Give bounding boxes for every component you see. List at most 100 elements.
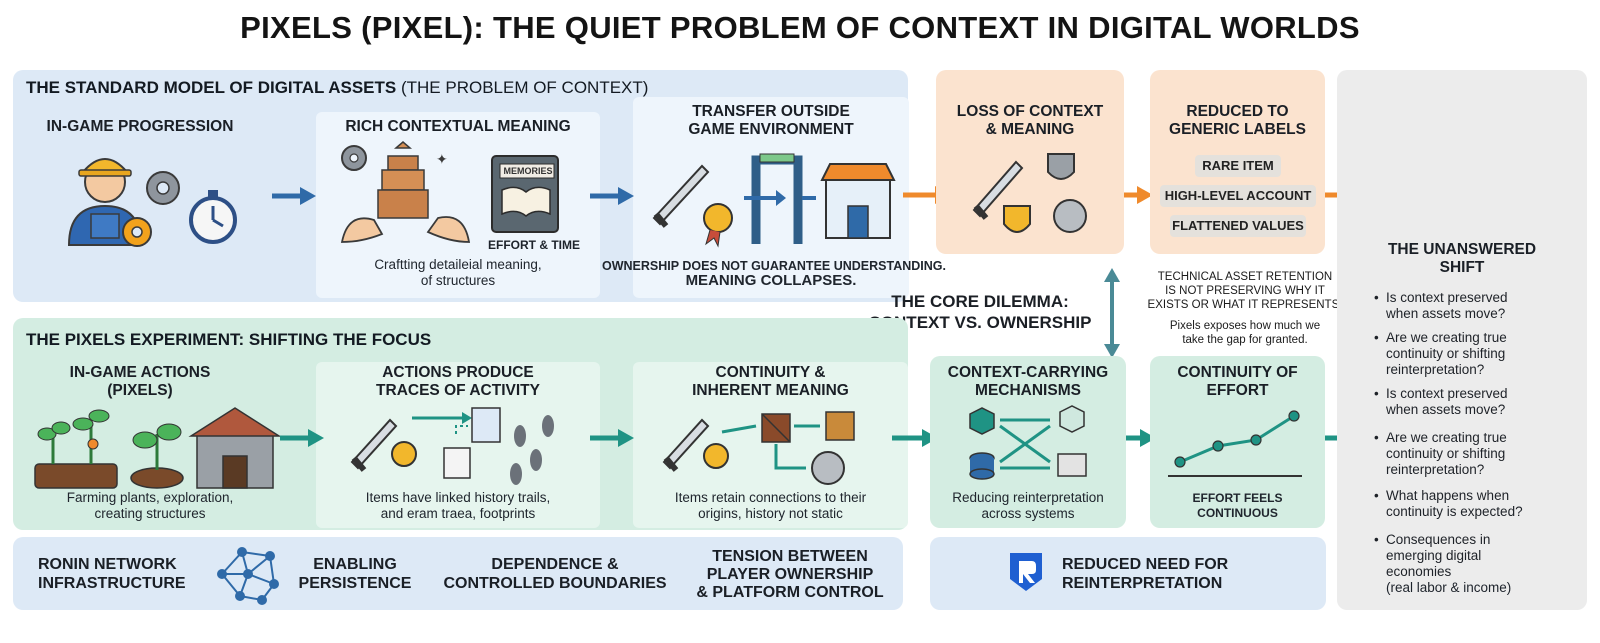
dilemma-note-2-line-1: Pixels exposes how much we (1169, 320, 1321, 332)
generic-labels-title-1: REDUCED TO (1186, 103, 1289, 120)
core-dilemma-title-1: THE CORE DILEMMA: (891, 292, 1069, 311)
standard-model-heading: THE STANDARD MODEL OF DIGITAL ASSETS (TH… (26, 78, 648, 98)
shift-question-6-line-3: economies (1386, 564, 1452, 579)
dilemma-note-1-line-1: TECHNICAL ASSET RETENTION (1157, 271, 1333, 283)
generic-labels-title-2: GENERIC LABELS (1169, 121, 1306, 138)
unanswered-shift-title-2: SHIFT (1439, 259, 1485, 276)
shift-question-5: What happens when continuity is expected… (1374, 488, 1523, 520)
ronin-network-bar (13, 537, 903, 610)
continuity-effort-title-2: EFFORT (1206, 382, 1269, 399)
sword-crate-links-icon (662, 411, 855, 485)
arrow-experiment-2 (590, 429, 634, 447)
shift-question-2: Are we creating true continuity or shift… (1374, 330, 1507, 378)
tension-line-3: & PLATFORM CONTROL (696, 584, 884, 601)
shift-question-6: Consequences in emerging digital economi… (1374, 532, 1491, 580)
shift-question-5-line-2: continuity is expected? (1386, 504, 1523, 519)
loss-of-context-title-1: LOSS OF CONTEXT (956, 103, 1104, 120)
shift-question-4: Are we creating true continuity or shift… (1374, 430, 1507, 478)
mechanisms-caption-1: Reducing reinterpretation (952, 490, 1104, 505)
loss-of-context-title-2: & MEANING (985, 121, 1075, 138)
shift-question-2-line-2: continuity or shifting (1386, 346, 1506, 361)
continuity-effort-caption-1: EFFORT FEELS (1192, 491, 1283, 505)
mechanisms-title-2: MECHANISMS (975, 382, 1081, 399)
page-title: PIXELS (PIXEL): THE QUIET PROBLEM OF CON… (240, 10, 1360, 45)
dilemma-note-1-line-3: EXISTS OR WHAT IT REPRESENTS. (1147, 299, 1343, 311)
rising-effort-line-icon (1168, 410, 1302, 477)
memories-book-icon (491, 155, 559, 233)
in-game-actions-caption-2: creating structures (94, 506, 206, 521)
farming-plants-structure-icon (34, 407, 282, 489)
dilemma-note-1-line-2: IS NOT PRESERVING WHY IT (1165, 285, 1325, 297)
traces-of-activity-title-1: ACTIONS PRODUCE (382, 364, 534, 381)
ronin-label-1: RONIN NETWORK (38, 556, 177, 573)
mechanisms-title-1: CONTEXT-CARRYING (947, 364, 1109, 381)
shift-question-1: Is context preserved when assets move? (1374, 290, 1508, 322)
dependence-boundaries-2: CONTROLLED BOUNDARIES (443, 575, 667, 592)
transfer-outside-title-2: GAME ENVIRONMENT (688, 121, 854, 138)
continuity-meaning-title-1: CONTINUITY & (715, 364, 826, 381)
ownership-caption-1: OWNERSHIP DOES NOT GUARANTEE UNDERSTANDI… (601, 259, 946, 273)
continuity-effort-title-1: CONTINUITY OF (1177, 364, 1298, 381)
arrow-experiment-1 (280, 429, 324, 447)
enabling-persistence-2: PERSISTENCE (298, 575, 412, 592)
shift-question-3-line-1: Is context preserved (1386, 386, 1508, 401)
pixels-experiment-heading: THE PIXELS EXPERIMENT: SHIFTING THE FOCU… (26, 330, 432, 349)
rich-contextual-caption-2: of structures (420, 273, 496, 288)
ronin-label-2: INFRASTRUCTURE (38, 575, 186, 592)
shift-footnote: (real labor & income) (1386, 580, 1512, 595)
dilemma-note-2-line-2: take the gap for granted. (1182, 334, 1308, 346)
label-high-level-account: HIGH-LEVEL ACCOUNT (1160, 185, 1316, 207)
scattered-items-icon (972, 153, 1087, 233)
standard-model-heading-text: THE STANDARD MODEL OF DIGITAL ASSETS (26, 78, 397, 97)
label-flattened-values: FLATTENED VALUES (1170, 215, 1306, 237)
ronin-shield-logo-icon (1010, 553, 1042, 591)
shift-question-1-line-2: when assets move? (1386, 306, 1506, 321)
continuity-caption-2: origins, history not static (698, 506, 843, 521)
in-game-actions-title-2: (PIXELS) (107, 382, 173, 399)
shift-question-4-line-1: Are we creating true (1386, 430, 1507, 445)
traces-caption-1: Items have linked history trails, (365, 490, 551, 505)
reduced-need-1: REDUCED NEED FOR (1062, 556, 1229, 573)
reduced-need-2: REINTERPRETATION (1062, 575, 1223, 592)
dependence-boundaries-1: DEPENDENCE & (491, 556, 619, 573)
enabling-persistence-1: ENABLING (313, 556, 397, 573)
shift-question-3-line-2: when assets move? (1386, 402, 1506, 417)
shift-question-2-line-1: Are we creating true (1386, 330, 1507, 345)
shift-question-6-line-1: Consequences in (1386, 532, 1491, 547)
dilemma-double-arrow (1104, 268, 1120, 358)
ownership-caption-2: MEANING COLLAPSES. (685, 272, 857, 289)
effort-time-label: EFFORT & TIME (488, 238, 580, 252)
mechanisms-caption-2: across systems (981, 506, 1075, 521)
reduced-need-bar (930, 537, 1326, 610)
rich-contextual-meaning-title: RICH CONTEXTUAL MEANING (345, 118, 571, 135)
sword-badge-history-footprints-icon (350, 407, 554, 485)
shift-question-6-line-2: emerging digital (1386, 548, 1482, 563)
continuity-effort-caption-2: CONTINUOUS (1197, 506, 1278, 520)
context-mechanism-network-icon (969, 405, 1087, 480)
in-game-progression-title: IN-GAME PROGRESSION (46, 118, 234, 135)
in-game-actions-caption-1: Farming plants, exploration, (66, 490, 234, 505)
worker-with-gears-icon (67, 158, 237, 247)
transfer-outside-title-1: TRANSFER OUTSIDE (692, 103, 850, 120)
shift-question-5-line-1: What happens when (1386, 488, 1510, 503)
in-game-actions-title-1: IN-GAME ACTIONS (69, 364, 211, 381)
core-dilemma-title-2: CONTEXT VS. OWNERSHIP (868, 313, 1092, 332)
label-rare-item: RARE ITEM (1195, 155, 1281, 177)
svg-text:✦: ✦ (436, 152, 448, 168)
crafting-hands-tower-icon: ✦ (340, 141, 471, 243)
shift-question-2-line-3: reinterpretation? (1386, 362, 1485, 377)
traces-of-activity-title-2: TRACES OF ACTIVITY (376, 382, 540, 399)
shift-question-3: Is context preserved when assets move? (1374, 386, 1508, 418)
traces-caption-2: and eram traea, footprints (380, 506, 536, 521)
traces-of-activity-card (316, 362, 600, 528)
memories-book-label: MEMORIES (503, 166, 553, 176)
shift-question-4-line-2: continuity or shifting (1386, 446, 1506, 461)
continuity-meaning-title-2: INHERENT MEANING (692, 382, 849, 399)
rich-contextual-caption-1: Craftting detaileial meaning, (374, 257, 542, 272)
arrow-standard-1 (272, 187, 316, 205)
tension-line-2: PLAYER OWNERSHIP (706, 566, 874, 583)
shift-question-4-line-3: reinterpretation? (1386, 462, 1485, 477)
continuity-caption-1: Items retain connections to their (674, 490, 867, 505)
tension-line-1: TENSION BETWEEN (712, 548, 868, 565)
unanswered-shift-title-1: THE UNANSWERED (1387, 241, 1537, 258)
